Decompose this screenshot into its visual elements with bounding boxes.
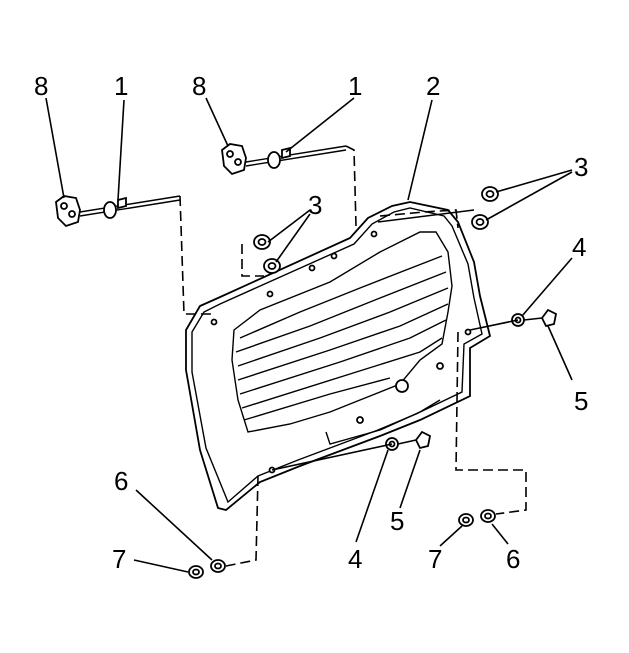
callout-4-lower: 4 — [348, 544, 362, 574]
washer-6-left — [210, 559, 226, 573]
nut-7-right — [458, 513, 474, 527]
glass-hole-7 — [210, 318, 218, 326]
glass-hole-6 — [370, 230, 378, 238]
callout-3-right: 3 — [574, 152, 588, 182]
cap-5-lower — [414, 430, 432, 450]
nut-3-upper-left-b — [263, 258, 281, 274]
window-glass-edge — [191, 207, 483, 504]
callout-7-left: 7 — [112, 544, 126, 574]
glass-hole-5 — [266, 290, 274, 298]
window-glass-outer — [185, 201, 492, 511]
callout-6-right: 6 — [506, 544, 520, 574]
callout-8-right: 8 — [192, 71, 206, 101]
nut-7-left — [188, 565, 204, 579]
glass-hole-4 — [330, 252, 338, 260]
hinge-right — [221, 143, 247, 176]
defroster-grid-area — [231, 231, 453, 433]
callout-5-right: 5 — [574, 386, 588, 416]
washer-6-right — [480, 509, 496, 523]
window-glass-assembly — [185, 201, 492, 511]
callout-2: 2 — [426, 71, 440, 101]
dashed-routing-lines — [179, 145, 527, 567]
nut-3-upper-left-a — [253, 234, 271, 250]
stud-lines — [271, 209, 543, 471]
glass-hole-8 — [464, 328, 472, 336]
glass-hole-3 — [308, 264, 316, 272]
nut-3-upper-right-a — [481, 186, 499, 202]
hinge-left — [55, 195, 81, 228]
callout-5-lower: 5 — [390, 506, 404, 536]
callout-leaders — [45, 97, 573, 573]
glass-hole-2 — [356, 416, 364, 424]
glass-hole-1 — [436, 362, 444, 370]
glass-lower-trim — [325, 399, 441, 445]
hinge-bolt-left — [79, 195, 181, 219]
cap-5-right — [540, 308, 558, 328]
callout-labels: 8 1 8 1 2 3 3 4 5 6 7 4 5 7 6 — [34, 71, 588, 574]
callout-1-right: 1 — [348, 71, 362, 101]
center-high-mount-stop-lamp-hole — [395, 379, 409, 393]
nut-3-upper-right-b — [471, 214, 489, 230]
callout-4-right: 4 — [572, 232, 586, 262]
callout-6-left: 6 — [114, 466, 128, 496]
callout-3-left: 3 — [308, 190, 322, 220]
defroster-grid-lines — [235, 255, 449, 421]
hinge-bolt-right — [245, 145, 347, 169]
callout-8-left: 8 — [34, 71, 48, 101]
callout-1-left: 1 — [114, 71, 128, 101]
callout-7-right: 7 — [428, 544, 442, 574]
